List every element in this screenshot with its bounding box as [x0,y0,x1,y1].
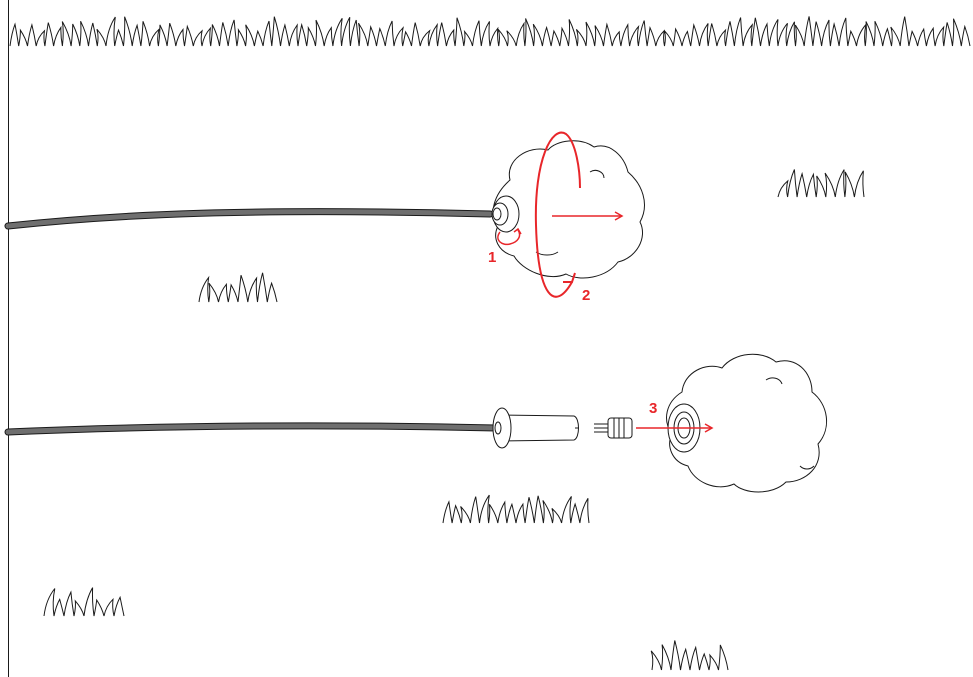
cable-upper [4,208,494,230]
circle-arrow-icon [534,131,581,298]
grass-icon [442,494,590,524]
sensor-rock-upper [492,140,645,279]
grass-icon [650,640,729,671]
step-1-label: 1 [488,249,496,266]
cable-lower [4,422,500,436]
sensor-plug [594,417,633,439]
step-3-label: 3 [649,400,657,417]
grass-border-top [9,16,971,47]
rotate-arrow-icon [497,227,522,246]
grass-icon [43,587,125,617]
cable-connector-upper [491,195,520,233]
sensor-rock-lower [666,353,828,493]
grass-icon [198,272,278,303]
grass-icon [777,169,865,198]
connector-sleeve [492,407,579,449]
step-2-label: 2 [582,287,590,304]
